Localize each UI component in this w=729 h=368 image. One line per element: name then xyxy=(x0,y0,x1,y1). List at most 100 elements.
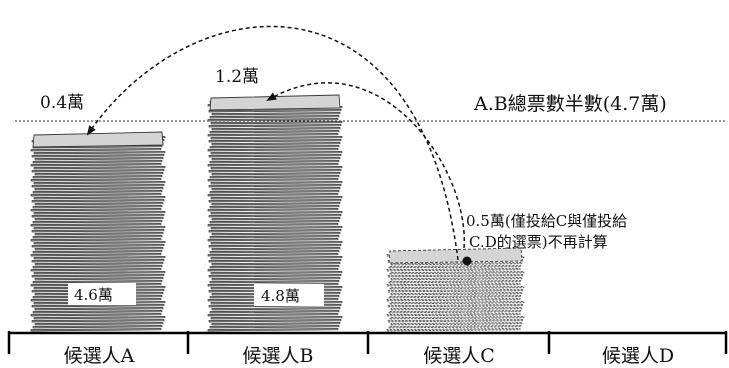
paper-sheet xyxy=(388,325,522,329)
paper-sheet xyxy=(30,223,162,227)
paper-sheet xyxy=(34,187,164,191)
paper-sheet xyxy=(209,310,340,314)
paper-sheet xyxy=(33,316,166,320)
paper-sheet xyxy=(30,238,162,242)
paper-sheet xyxy=(208,214,342,218)
stack-b-label-bg xyxy=(254,284,324,306)
paper-sheet xyxy=(209,175,340,179)
paper-sheet xyxy=(387,289,524,293)
c-note-line1: 0.5萬(僅投給C與僅投給 xyxy=(466,212,627,230)
paper-sheet xyxy=(209,220,340,224)
paper-sheet xyxy=(30,268,162,272)
paper-sheet xyxy=(32,160,163,164)
paper-sheet xyxy=(386,283,521,287)
paper-sheet xyxy=(211,307,341,311)
paper-sheet xyxy=(34,232,164,236)
paper-sheet xyxy=(211,322,341,326)
paper-sheet xyxy=(390,307,523,311)
paper-sheet xyxy=(211,172,341,176)
paper-sheet xyxy=(32,250,163,254)
paper-sheet xyxy=(34,322,164,326)
paper-sheet xyxy=(390,277,523,281)
candidate-b-label: 候選人B xyxy=(243,345,314,367)
stack-a-value: 4.6萬 xyxy=(74,286,113,304)
paper-sheet xyxy=(207,193,339,197)
paper-sheet xyxy=(389,316,525,320)
paper-sheet xyxy=(207,178,339,182)
paper-sheet xyxy=(34,307,164,311)
paper-sheet xyxy=(30,328,162,332)
paper-sheet xyxy=(388,265,522,269)
paper-sheet xyxy=(33,166,166,170)
paper-sheet xyxy=(388,310,522,314)
paper-sheet xyxy=(31,229,165,233)
paper-sheet xyxy=(211,247,341,251)
paper-sheet xyxy=(210,271,343,275)
paper-sheet xyxy=(32,235,163,239)
paper-sheet xyxy=(33,241,166,245)
paper-sheet xyxy=(34,262,164,266)
paper-sheet xyxy=(31,169,165,173)
paper-sheet xyxy=(31,304,165,308)
paper-sheet xyxy=(33,271,166,275)
paper-sheet xyxy=(31,214,165,218)
paper-sheet xyxy=(33,256,166,260)
paper-sheet xyxy=(211,217,341,221)
paper-sheet xyxy=(208,244,342,248)
paper-sheet xyxy=(30,148,162,152)
paper-sheet xyxy=(31,154,165,158)
paper-sheet xyxy=(207,238,339,242)
paper-sheet xyxy=(211,277,341,281)
top-sheet xyxy=(388,247,523,264)
paper-sheet xyxy=(211,202,341,206)
transfer-arrow-to-b xyxy=(266,82,465,249)
paper-sheet xyxy=(390,292,523,296)
paper-sheet xyxy=(210,226,343,230)
paper-sheet xyxy=(209,160,340,164)
top-sheet xyxy=(32,131,164,148)
paper-sheet xyxy=(210,211,343,215)
paper-sheet xyxy=(32,220,163,224)
paper-sheet xyxy=(30,208,162,212)
paper-sheet xyxy=(210,241,343,245)
paper-sheet xyxy=(390,262,523,266)
paper-sheet xyxy=(31,244,165,248)
stack-b xyxy=(207,94,343,332)
threshold-label: A.B總票數半數(4.7萬) xyxy=(473,93,667,115)
candidate-c-label: 候選人C xyxy=(423,345,495,367)
paper-sheet xyxy=(386,298,521,302)
paper-sheet xyxy=(34,202,164,206)
paper-sheet xyxy=(31,199,165,203)
paper-sheet xyxy=(386,328,521,332)
paper-sheet xyxy=(207,133,339,137)
paper-sheet xyxy=(208,319,342,323)
paper-sheet xyxy=(34,247,164,251)
arrow-origin-dot xyxy=(462,256,472,266)
paper-sheet xyxy=(30,253,162,257)
transfer-arrow-to-a xyxy=(86,25,459,261)
paper-sheet xyxy=(208,229,342,233)
paper-sheet xyxy=(32,280,163,284)
paper-sheet xyxy=(207,223,339,227)
paper-sheet xyxy=(208,274,342,278)
paper-sheet xyxy=(34,277,164,281)
paper-sheet xyxy=(210,316,343,320)
paper-sheet xyxy=(207,313,339,317)
paper-sheet xyxy=(387,304,524,308)
paper-sheet xyxy=(209,190,340,194)
paper-sheet xyxy=(30,178,162,182)
paper-sheet xyxy=(209,145,340,149)
paper-sheet xyxy=(31,319,165,323)
paper-sheet xyxy=(210,136,343,140)
paper-sheet xyxy=(208,109,342,113)
paper-sheet xyxy=(210,151,343,155)
transfer-b-label: 1.2萬 xyxy=(215,67,259,87)
stack-b-value: 4.8萬 xyxy=(261,287,300,305)
paper-sheet xyxy=(209,250,340,254)
paper-sheet xyxy=(386,268,521,272)
transfer-a-label: 0.4萬 xyxy=(40,93,84,113)
paper-sheet xyxy=(32,190,163,194)
paper-sheet xyxy=(387,319,524,323)
stack-a-label-bg xyxy=(68,283,136,305)
